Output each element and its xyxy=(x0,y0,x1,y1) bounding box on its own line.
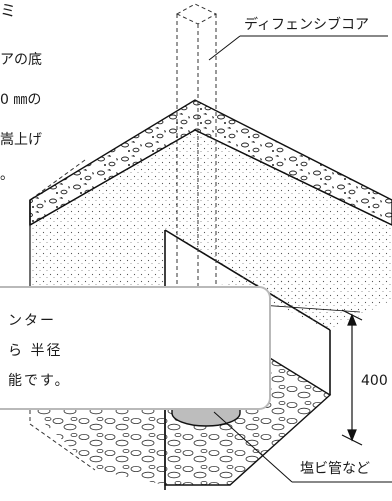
body-text-line-3: 嵩上げ xyxy=(0,132,42,148)
note-line-1: ンター xyxy=(8,313,56,329)
note-line-3: 能です。 xyxy=(8,373,71,389)
dimension-line xyxy=(245,303,363,446)
body-text-line-0: ミ xyxy=(0,1,17,20)
sand-layer xyxy=(30,130,392,330)
dimension-label: 400 xyxy=(361,373,388,389)
defense-core-label: ディフェンシブコア xyxy=(244,17,370,33)
note-line-2: ら 半径 xyxy=(8,343,63,359)
note-callout-box: ンター ら 半径 能です。 xyxy=(0,286,271,410)
body-text-line-1: アの底 xyxy=(0,52,42,68)
body-text-line-2: 0 ㎜の xyxy=(0,92,42,108)
leader-lines xyxy=(208,35,392,483)
body-text-line-4: 。 xyxy=(0,167,14,183)
pipe-label: 塩ビ管など xyxy=(300,461,370,477)
